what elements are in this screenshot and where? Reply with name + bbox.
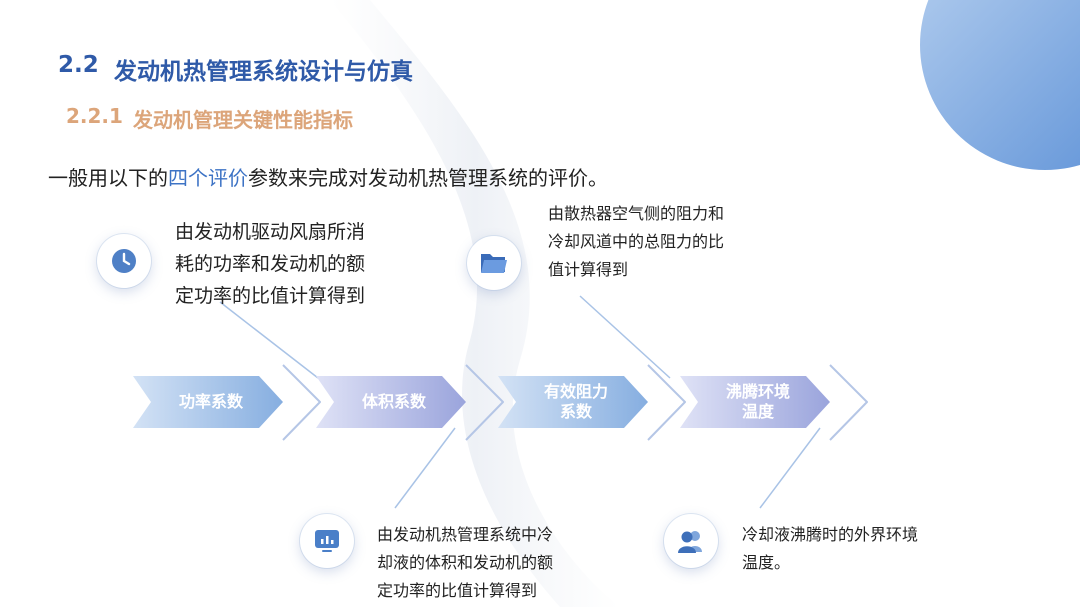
description-3-line-3: 定功率的比值计算得到	[377, 581, 538, 600]
chevron-outline-3	[647, 364, 686, 441]
chart-icon	[315, 530, 339, 552]
step-2-label: 体积系数	[361, 392, 426, 411]
description-1: 由发动机驱动风扇所消 耗的功率和发动机的额 定功率的比值计算得到	[175, 216, 365, 312]
description-4-line-1: 冷却液沸腾时的外界环境	[742, 525, 919, 544]
description-3-line-1: 由发动机热管理系统中冷	[377, 525, 554, 544]
chevron-outline-4	[829, 364, 868, 441]
description-2: 由散热器空气侧的阻力和 冷却风道中的总阻力的比 值计算得到	[548, 200, 724, 284]
step-volume-coefficient: 体积系数	[316, 376, 466, 428]
description-3: 由发动机热管理系统中冷 却液的体积和发动机的额 定功率的比值计算得到	[377, 521, 553, 605]
description-1-line-3: 定功率的比值计算得到	[175, 285, 366, 307]
section-number: 2.2	[58, 52, 99, 78]
chevron-outline-2	[465, 364, 504, 441]
intro-highlight: 四个评价	[168, 166, 248, 190]
step-3-line-2: 系数	[559, 402, 592, 421]
description-1-line-2: 耗的功率和发动机的额	[175, 253, 366, 275]
section-title: 发动机热管理系统设计与仿真	[114, 59, 413, 85]
connector-line-1	[219, 301, 319, 379]
step-3-line-1: 有效阻力	[543, 382, 608, 401]
chevron-outline-1	[282, 364, 321, 441]
step-effective-drag-coefficient: 有效阻力系数	[498, 376, 648, 428]
description-2-line-1: 由散热器空气侧的阻力和	[548, 204, 725, 223]
step-4-label: 沸腾环境温度	[720, 382, 790, 422]
step-3-label: 有效阻力系数	[538, 382, 608, 422]
intro-before: 一般用以下的	[48, 166, 168, 190]
description-1-line-1: 由发动机驱动风扇所消	[175, 221, 366, 243]
clock-icon	[112, 249, 136, 273]
description-4: 冷却液沸腾时的外界环境 温度。	[742, 521, 918, 577]
folder-icon	[481, 254, 507, 273]
corner-circle	[920, 0, 1080, 170]
users-icon	[678, 531, 702, 553]
chart-icon-badge	[300, 514, 354, 568]
step-power-coefficient: 功率系数	[133, 376, 283, 428]
intro-sentence: 一般用以下的四个评价参数来完成对发动机热管理系统的评价。	[48, 162, 608, 191]
subsection-title: 发动机管理关键性能指标	[133, 108, 353, 132]
description-4-line-2: 温度。	[742, 553, 791, 572]
intro-after: 参数来完成对发动机热管理系统的评价。	[248, 166, 608, 190]
step-boiling-temperature: 沸腾环境温度	[680, 376, 830, 428]
description-2-line-2: 冷却风道中的总阻力的比	[548, 232, 725, 251]
clock-icon-badge	[97, 234, 151, 288]
folder-icon-badge	[467, 236, 521, 290]
subsection-number: 2.2.1	[66, 104, 123, 128]
step-4-line-1: 沸腾环境	[725, 382, 790, 401]
users-icon-badge	[664, 514, 718, 568]
description-3-line-2: 却液的体积和发动机的额	[377, 553, 554, 572]
step-4-line-2: 温度	[741, 402, 774, 421]
connector-line-3	[394, 427, 456, 509]
connector-line-2	[579, 295, 671, 379]
connector-line-4	[759, 427, 821, 509]
step-1-label: 功率系数	[178, 392, 243, 411]
description-2-line-3: 值计算得到	[548, 260, 629, 279]
background-wave	[330, 0, 620, 607]
